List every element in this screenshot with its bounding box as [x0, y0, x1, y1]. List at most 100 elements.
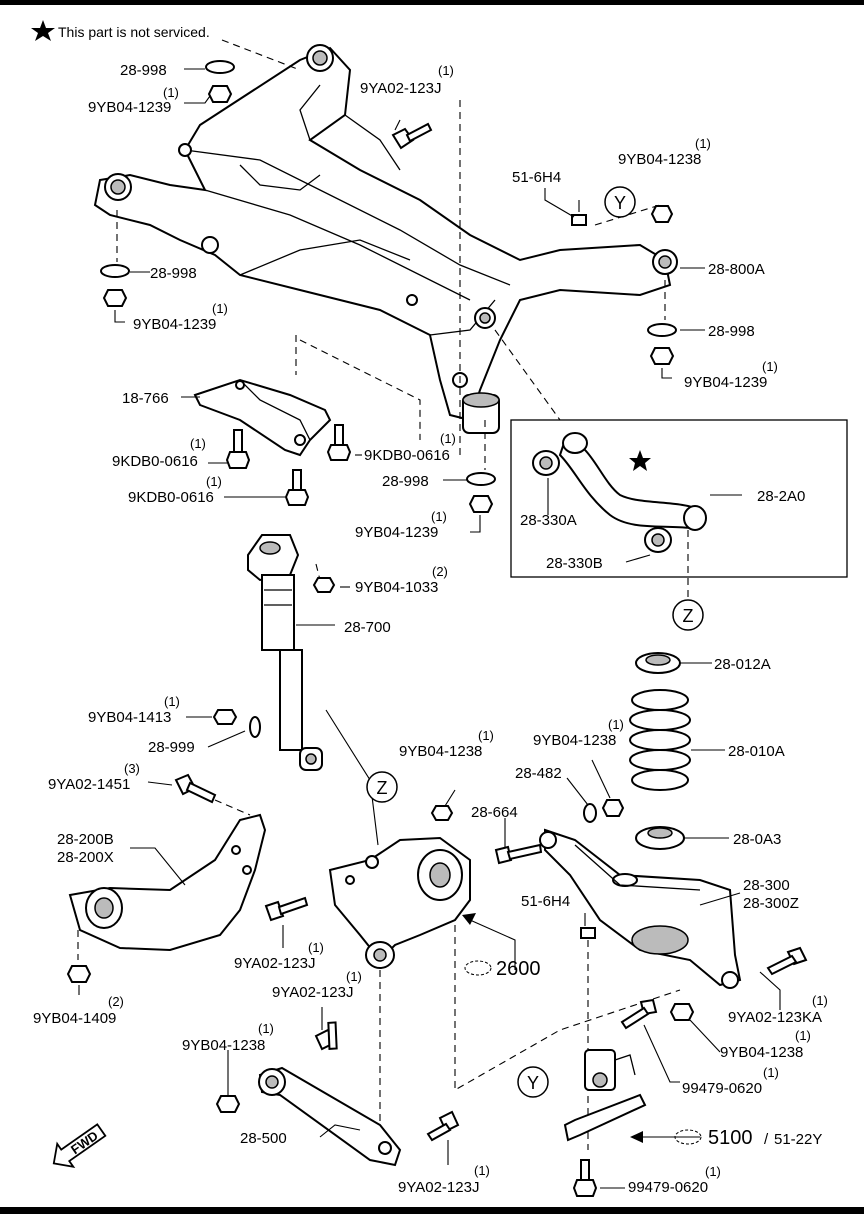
nut-9yb04-1239-b — [102, 289, 128, 307]
label-9yb04-1409: 9YB04-1409 — [33, 1010, 116, 1027]
bolt-9ya02-123j-a — [391, 122, 433, 150]
bolt-9kdb0-0616-b — [326, 424, 352, 461]
label-28-2a0: 28-2A0 — [757, 488, 805, 505]
bolt-9ya02-1451 — [174, 773, 217, 804]
qty-9yb04-1239-c: (1) — [762, 359, 778, 374]
bracket-18-766 — [193, 378, 332, 457]
bolt-9kdb0-0616-c — [284, 469, 310, 506]
label-28-330b: 28-330B — [546, 555, 603, 572]
label-28-998-d: 28-998 — [382, 473, 429, 490]
svg-text:Y: Y — [527, 1073, 539, 1093]
label-9yb04-1238-c: 9YB04-1238 — [533, 732, 616, 749]
label-9yb04-1238-b: 9YB04-1238 — [399, 743, 482, 760]
nut-9yb04-1238-e — [669, 1003, 695, 1021]
spring-seat-28-012a — [635, 652, 681, 674]
bolt-99479-0620-a — [620, 998, 658, 1030]
nut-9yb04-1238-c — [430, 805, 454, 821]
label-51-6h4-a: 51-6H4 — [512, 169, 561, 186]
callout-z-knuckle: Z — [366, 771, 398, 803]
callout-z-right: Z — [672, 599, 704, 631]
qty-9yb04-1239-d: (1) — [431, 509, 447, 524]
qty-9ya02-123j-c: (1) — [346, 969, 362, 984]
svg-text:Z: Z — [377, 778, 388, 798]
height-sensor-5100 — [563, 1049, 647, 1142]
bolt-9ya02-123j-c — [314, 1021, 338, 1051]
reference-icon-2600 — [464, 960, 492, 976]
label-9kdb0-0616-b: 9KDB0-0616 — [364, 447, 450, 464]
spring-seat-28-0a3 — [635, 826, 685, 850]
washer-28-998-a — [205, 60, 235, 74]
nut-9yb04-1238-d — [215, 1095, 241, 1113]
label-28-500: 28-500 — [240, 1130, 287, 1147]
qty-9yb04-1238-a: (1) — [695, 136, 711, 151]
label-28-998-b: 28-998 — [150, 265, 197, 282]
qty-9ya02-123j-a: (1) — [438, 63, 454, 78]
nut-9yb04-1413 — [212, 709, 238, 725]
label-99479-0620-a: 99479-0620 — [682, 1080, 762, 1097]
crossmember — [93, 44, 678, 434]
nut-9yb04-1033 — [312, 577, 336, 593]
label-9kdb0-0616-a: 9KDB0-0616 — [112, 453, 198, 470]
nut-9yb04-1239-d — [468, 495, 494, 513]
bolt-9ya02-123j-d — [426, 1110, 460, 1142]
label-28-664: 28-664 — [471, 804, 518, 821]
label-28-010a: 28-010A — [728, 743, 785, 760]
nut-9yb04-1239-c — [649, 347, 675, 365]
qty-9yb04-1238-c: (1) — [608, 717, 624, 732]
label-28-999: 28-999 — [148, 739, 195, 756]
washer-28-998-b — [100, 264, 130, 278]
bushing-28-330b — [644, 527, 672, 553]
qty-9yb04-1238-d: (1) — [258, 1021, 274, 1036]
bottom-border — [0, 1207, 864, 1214]
qty-9ya02-123j-b: (1) — [308, 940, 324, 955]
knuckle-2600 — [328, 836, 471, 969]
label-28-482: 28-482 — [515, 765, 562, 782]
label-18-766: 18-766 — [122, 390, 169, 407]
label-2600: 2600 — [496, 958, 541, 980]
label-9yb04-1238-a: 9YB04-1238 — [618, 151, 701, 168]
upper-arm-28-2a0 — [558, 432, 707, 531]
label-9yb04-1238-d: 9YB04-1238 — [182, 1037, 265, 1054]
label-9yb04-1239-c: 9YB04-1239 — [684, 374, 767, 391]
label-9ya02-1451: 9YA02-1451 — [48, 776, 130, 793]
not-serviced-note: This part is not serviced. — [58, 24, 210, 40]
callout-y-top: Y — [604, 186, 636, 218]
reference-icon-5100 — [674, 1129, 702, 1145]
qty-9yb04-1238-e: (1) — [795, 1028, 811, 1043]
label-9ya02-123ka: 9YA02-123KA — [728, 1009, 822, 1026]
label-9yb04-1238-e: 9YB04-1238 — [720, 1044, 803, 1061]
qty-99479-0620-a: (1) — [763, 1065, 779, 1080]
label-28-998-a: 28-998 — [120, 62, 167, 79]
qty-9kdb0-0616-a: (1) — [190, 436, 206, 451]
label-28-300: 28-300 — [743, 877, 790, 894]
label-28-012a: 28-012A — [714, 656, 771, 673]
label-28-330a: 28-330A — [520, 512, 577, 529]
label-28-700: 28-700 — [344, 619, 391, 636]
coil-spring-28-010a — [629, 689, 691, 791]
washer-28-998-c — [647, 323, 677, 337]
trailing-arm-28-200b — [68, 813, 267, 952]
washer-28-999 — [249, 716, 261, 738]
bolt-99479-0620-b — [572, 1159, 598, 1197]
label-9ya02-123j-c: 9YA02-123J — [272, 984, 353, 1001]
label-9kdb0-0616-c: 9KDB0-0616 — [128, 489, 214, 506]
label-9ya02-123j-d: 9YA02-123J — [398, 1179, 479, 1196]
label-9yb04-1239-d: 9YB04-1239 — [355, 524, 438, 541]
label-9yb04-1033: 9YB04-1033 — [355, 579, 438, 596]
washer-28-998-d — [466, 472, 496, 486]
bolt-9ya02-123ka — [766, 946, 808, 976]
star-icon — [31, 20, 55, 41]
nut-9yb04-1239-a — [207, 85, 233, 103]
washer-28-482 — [583, 803, 597, 823]
nut-9yb04-1238-a — [650, 205, 674, 223]
label-51-22y: 51-22Y — [774, 1131, 822, 1148]
shock-absorber-28-700 — [247, 534, 323, 771]
label-separator: / — [764, 1131, 769, 1148]
qty-9yb04-1238-b: (1) — [478, 728, 494, 743]
qty-9ya02-1451: (3) — [124, 761, 140, 776]
svg-text:Y: Y — [614, 193, 626, 213]
nut-9yb04-1409 — [66, 965, 92, 983]
label-28-800a: 28-800A — [708, 261, 765, 278]
lower-arm-28-300 — [539, 828, 742, 989]
